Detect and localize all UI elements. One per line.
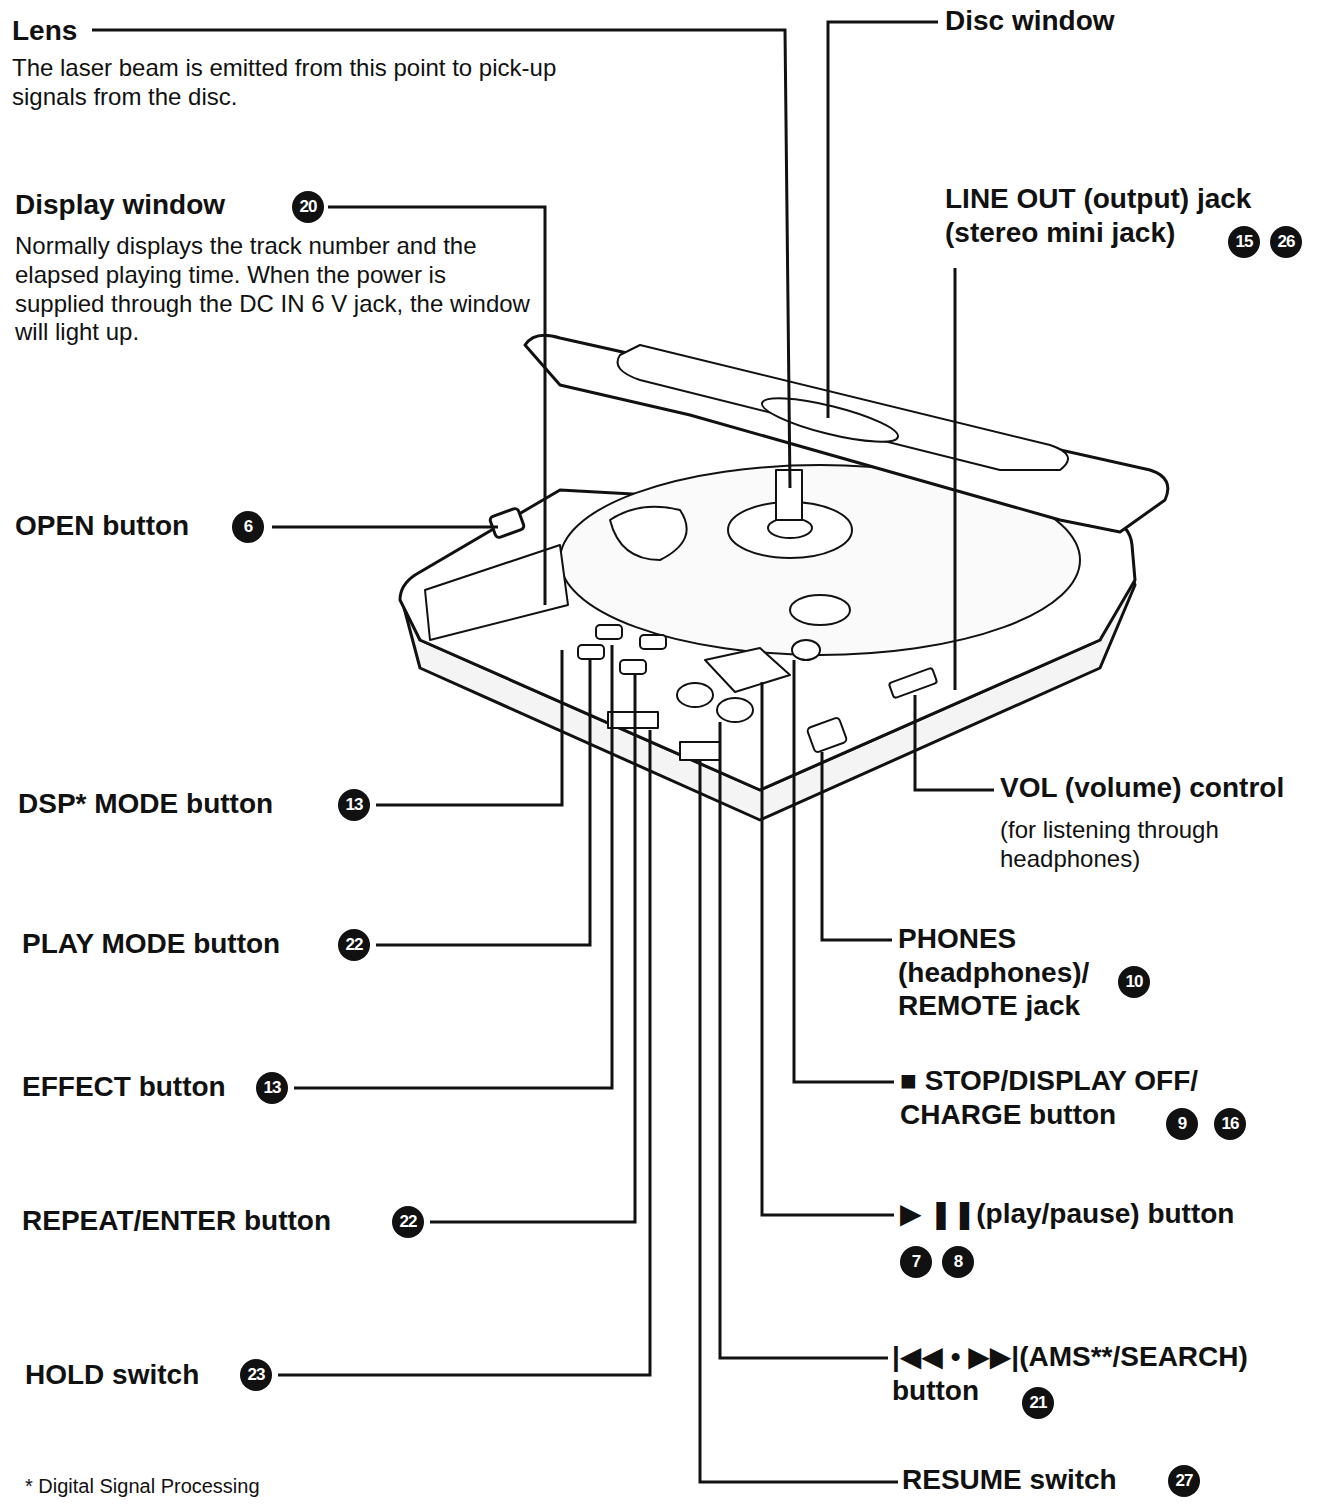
callout-number: 7 [900, 1246, 932, 1278]
callout-number: 15 [1228, 226, 1260, 258]
callout-number: 10 [1118, 966, 1150, 998]
part-name: RESUME switch [902, 1463, 1117, 1497]
part-note: Normally displays the track number and t… [15, 232, 540, 347]
part-name: OPEN button [15, 509, 189, 543]
part-name: Disc window [945, 4, 1115, 38]
part-name: REPEAT/ENTER button [22, 1204, 331, 1238]
callout-number: 9 [1166, 1108, 1198, 1140]
callout-number: 26 [1270, 226, 1302, 258]
callout-number: 16 [1214, 1108, 1246, 1140]
callout-number: 8 [942, 1246, 974, 1278]
part-name: VOL (volume) control [1000, 771, 1284, 805]
part-name: EFFECT button [22, 1070, 226, 1104]
callout-number: 6 [232, 511, 264, 543]
callout-number: 20 [292, 191, 324, 223]
callout-number: 13 [338, 789, 370, 821]
part-note: The laser beam is emitted from this poin… [12, 54, 622, 112]
callout-number: 13 [256, 1072, 288, 1104]
part-name: |◀◀ • ▶▶|(AMS**/SEARCH) button [892, 1340, 1272, 1407]
part-name: ▶ ❚❚(play/pause) button [900, 1197, 1234, 1231]
part-name: Display window [15, 188, 225, 222]
callout-number: 22 [338, 929, 370, 961]
footnote: * Digital Signal Processing [25, 1474, 260, 1498]
callout-number: 22 [392, 1206, 424, 1238]
part-name: DSP* MODE button [18, 787, 273, 821]
callout-number: 27 [1168, 1465, 1200, 1497]
callout-number: 23 [240, 1359, 272, 1391]
part-name: PHONES (headphones)/ REMOTE jack [898, 922, 1198, 1023]
part-name: LINE OUT (output) jack (stereo mini jack… [945, 182, 1275, 249]
part-name: HOLD switch [25, 1358, 199, 1392]
callout-number: 21 [1022, 1387, 1054, 1419]
part-name: Lens [12, 14, 77, 48]
part-name: PLAY MODE button [22, 927, 280, 961]
part-note: (for listening through headphones) [1000, 816, 1290, 874]
part-name: ■ STOP/DISPLAY OFF/ CHARGE button [900, 1064, 1200, 1131]
